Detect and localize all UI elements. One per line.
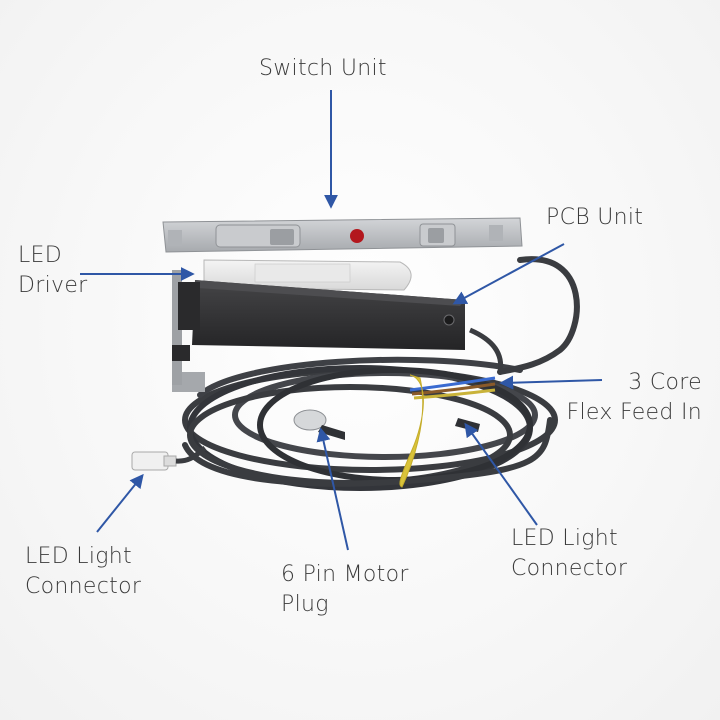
cable-coil xyxy=(182,256,580,491)
led-indicator xyxy=(350,229,364,243)
motor-plug xyxy=(293,409,345,440)
led-light-connector-right xyxy=(455,418,480,432)
arrow-led-connector-right xyxy=(464,422,538,526)
label-led-light-connector-right: LED Light Connector xyxy=(511,524,627,584)
label-line: Connector xyxy=(511,556,628,581)
label-line: 6 Pin Motor xyxy=(281,562,409,587)
label-motor-plug: 6 Pin Motor Plug xyxy=(281,560,409,620)
label-pcb-unit: PCB Unit xyxy=(546,203,643,233)
annotation-arrows xyxy=(80,90,603,551)
label-line: LED xyxy=(18,243,62,268)
pcb-unit-box xyxy=(172,280,465,361)
arrow-led-connector-left xyxy=(96,473,144,533)
arrow-motor-plug xyxy=(316,427,349,551)
arrow-pcb-unit xyxy=(452,243,565,305)
label-line: Plug xyxy=(281,592,329,617)
label-led-light-connector-left: LED Light Connector xyxy=(25,542,141,602)
led-light-connector-left xyxy=(131,446,207,471)
label-line: 3 Core xyxy=(628,370,702,395)
label-line: Driver xyxy=(18,273,88,298)
label-led-driver: LED Driver xyxy=(18,241,88,301)
label-line: LED Light xyxy=(511,526,618,551)
arrow-core-flex xyxy=(499,375,603,390)
label-text: PCB Unit xyxy=(546,205,644,230)
label-line: LED Light xyxy=(25,544,132,569)
label-switch-unit: Switch Unit xyxy=(259,54,387,84)
cable-tie xyxy=(399,374,424,488)
label-core-flex: 3 Core Flex Feed In xyxy=(554,368,702,428)
label-line: Connector xyxy=(25,574,142,599)
switch-unit xyxy=(162,217,523,253)
label-line: Flex Feed In xyxy=(566,400,702,425)
label-text: Switch Unit xyxy=(259,56,387,81)
